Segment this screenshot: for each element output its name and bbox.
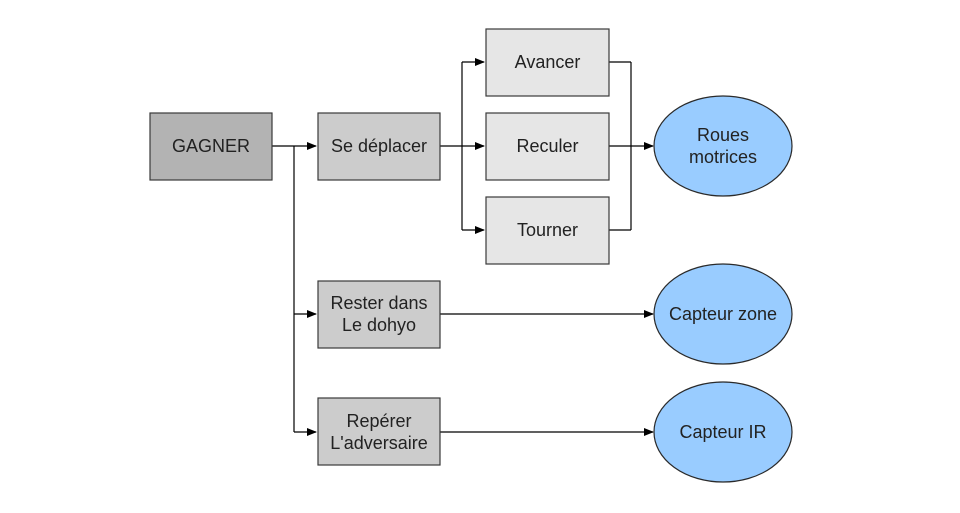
node-reculer-label: Reculer	[516, 136, 578, 156]
node-capteur-zone: Capteur zone	[653, 263, 793, 365]
node-avancer: Avancer	[485, 28, 610, 97]
node-avancer-label: Avancer	[515, 52, 581, 72]
node-gagner: GAGNER	[149, 112, 273, 181]
edges	[272, 58, 654, 436]
node-tourner-box	[485, 196, 610, 265]
node-tourner-label: Tourner	[517, 220, 578, 240]
node-rester-box	[317, 280, 441, 349]
roues-label-line-1: Roues	[697, 125, 749, 145]
rester-label-line-2: Le dohyo	[342, 315, 416, 335]
capteur-ir-label-line-1: Capteur IR	[679, 422, 766, 442]
node-se-deplacer: Se déplacer	[317, 112, 441, 181]
tourner-label-line-1: Tourner	[517, 220, 578, 240]
node-capteur-ir: Capteur IR	[653, 381, 793, 483]
capteur-zone-label-line-1: Capteur zone	[669, 304, 777, 324]
node-gagner-box	[149, 112, 273, 181]
roues-label-line-2: motrices	[689, 147, 757, 167]
reculer-label-line-1: Reculer	[516, 136, 578, 156]
node-avancer-box	[485, 28, 610, 97]
node-tourner: Tourner	[485, 196, 610, 265]
avancer-label-line-1: Avancer	[515, 52, 581, 72]
gagner-label-line-1: GAGNER	[172, 136, 250, 156]
node-gagner-label: GAGNER	[172, 136, 250, 156]
rester-label-line-1: Rester dans	[330, 293, 427, 313]
node-se-deplacer-box	[317, 112, 441, 181]
node-capteur-ir-ellipse	[653, 381, 793, 483]
node-se-deplacer-label: Se déplacer	[331, 136, 427, 156]
reperer-label-line-2: L'adversaire	[330, 433, 428, 453]
node-reculer-box	[485, 112, 610, 181]
node-roues-ellipse	[653, 95, 793, 197]
node-capteur-zone-label: Capteur zone	[669, 304, 777, 324]
se-deplacer-label-line-1: Se déplacer	[331, 136, 427, 156]
reperer-label-line-1: Repérer	[346, 411, 411, 431]
node-reperer-box	[317, 397, 441, 466]
node-reculer: Reculer	[485, 112, 610, 181]
node-capteur-ir-label: Capteur IR	[679, 422, 766, 442]
node-capteur-zone-ellipse	[653, 263, 793, 365]
